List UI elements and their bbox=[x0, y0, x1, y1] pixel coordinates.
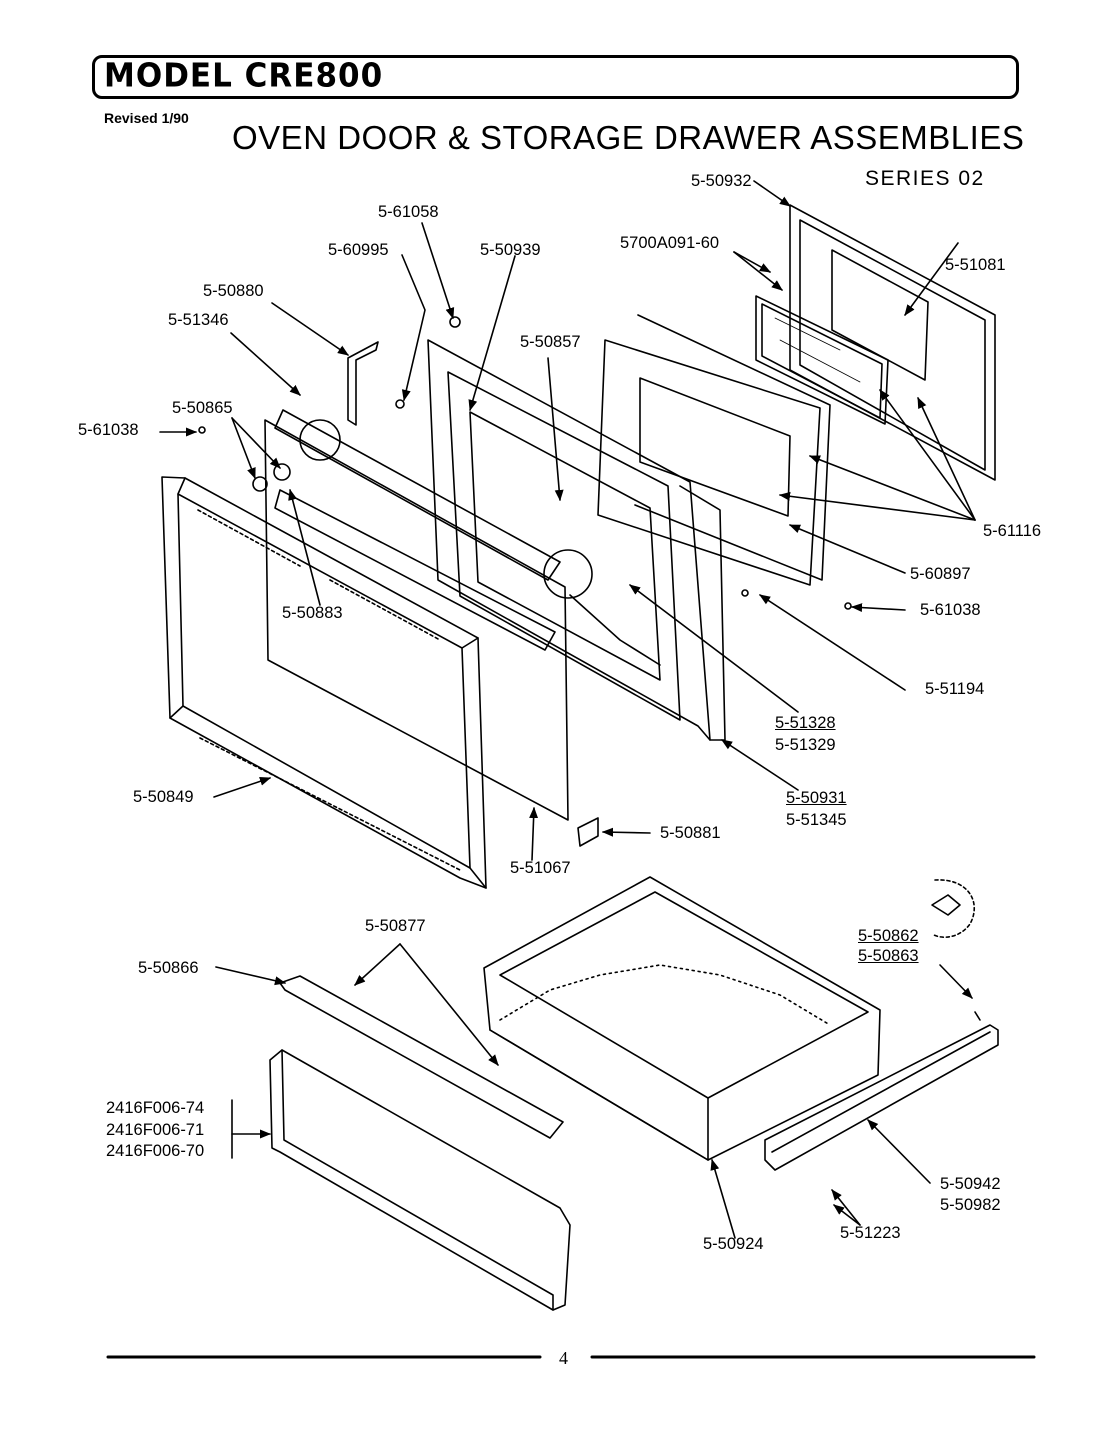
callout-5-51194: 5-51194 bbox=[925, 680, 985, 698]
callout-5-50857: 5-50857 bbox=[520, 333, 581, 351]
callout-5-50880: 5-50880 bbox=[203, 282, 264, 300]
callout-5-51081: 5-51081 bbox=[945, 256, 1006, 274]
hinge-bracket bbox=[347, 341, 379, 426]
callout-5-50939: 5-50939 bbox=[480, 241, 541, 259]
callout-5-51067: 5-51067 bbox=[510, 859, 571, 877]
series-label: SERIES 02 bbox=[865, 167, 985, 190]
drawer-body bbox=[483, 876, 881, 1161]
revision-note: Revised 1/90 bbox=[104, 110, 189, 126]
callout-5-50863: 5-50863 bbox=[858, 947, 919, 965]
callout-5-51328: 5-51328 bbox=[775, 714, 836, 732]
callout-5700A091-60: 5700A091-60 bbox=[620, 234, 720, 252]
callout-5-50924: 5-50924 bbox=[703, 1235, 764, 1253]
callout-5-51329: 5-51329 bbox=[775, 736, 836, 754]
callout-5-50865: 5-50865 bbox=[172, 399, 233, 417]
callout-5-50942: 5-50942 bbox=[940, 1175, 1001, 1193]
callout-2416F006-71: 2416F006-71 bbox=[106, 1121, 205, 1139]
model-title-box bbox=[92, 55, 1019, 99]
callout-5-51346: 5-51346 bbox=[168, 311, 229, 329]
callout-5-50881: 5-50881 bbox=[660, 824, 721, 842]
drawer-front-panel bbox=[269, 1049, 571, 1311]
drawer-slide-rail bbox=[764, 1024, 999, 1171]
model-title: MODEL CRE800 bbox=[104, 57, 384, 95]
leader-lines bbox=[159, 180, 976, 1239]
callout-5-60897: 5-60897 bbox=[910, 565, 971, 583]
callout-5-60995: 5-60995 bbox=[328, 241, 389, 259]
callout-5-50931: 5-50931 bbox=[786, 789, 847, 807]
drawer-trim bbox=[279, 975, 564, 1139]
callout-5-61038-right: 5-61038 bbox=[920, 601, 981, 619]
rear-door-panel bbox=[789, 204, 996, 481]
door-bracket bbox=[577, 817, 599, 847]
callout-5-51223: 5-51223 bbox=[840, 1224, 901, 1242]
callout-5-51345: 5-51345 bbox=[786, 811, 847, 829]
door-glass-panel bbox=[264, 419, 569, 821]
callout-5-61038-left: 5-61038 bbox=[78, 421, 139, 439]
callout-5-50883: 5-50883 bbox=[282, 604, 343, 622]
glass-pack-frame bbox=[597, 314, 831, 586]
callout-5-61058: 5-61058 bbox=[378, 203, 439, 221]
window-glass bbox=[755, 295, 889, 425]
door-outer-frame bbox=[161, 476, 487, 889]
detail-callout bbox=[931, 879, 981, 1021]
callout-2416F006-74: 2416F006-74 bbox=[106, 1099, 205, 1117]
callout-5-50932: 5-50932 bbox=[691, 172, 752, 190]
inner-door-panel bbox=[427, 339, 726, 741]
callout-5-50849: 5-50849 bbox=[133, 788, 194, 806]
callout-5-50982: 5-50982 bbox=[940, 1196, 1001, 1214]
page-title: OVEN DOOR & STORAGE DRAWER ASSEMBLIES bbox=[232, 119, 1025, 156]
page-number: 4 bbox=[559, 1348, 568, 1368]
callout-5-50862: 5-50862 bbox=[858, 927, 919, 945]
callout-5-61116: 5-61116 bbox=[983, 522, 1042, 540]
callout-5-50877: 5-50877 bbox=[365, 917, 426, 935]
callout-2416F006-70: 2416F006-70 bbox=[106, 1142, 205, 1160]
callout-5-50866: 5-50866 bbox=[138, 959, 199, 977]
top-channel bbox=[274, 409, 593, 651]
